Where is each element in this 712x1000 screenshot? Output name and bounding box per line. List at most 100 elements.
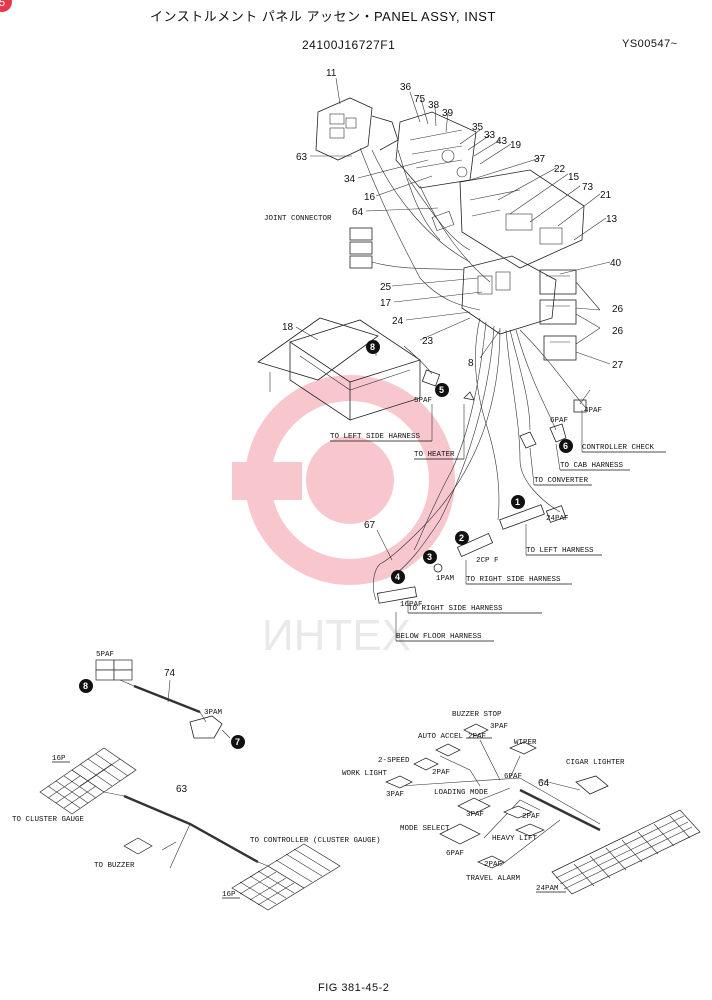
callout-19: 19: [510, 140, 522, 151]
callout-67: 67: [364, 520, 376, 531]
callout-24: 24: [392, 316, 404, 327]
callout-64b: 64: [538, 778, 550, 789]
cable-63-assembly: [39, 747, 341, 911]
part-number: 24100J16727F1: [302, 38, 396, 52]
instrument-panel-assembly: [257, 97, 587, 604]
label-2paf-accel: 2PAF: [468, 733, 486, 741]
marker-8-bottom: 8: [79, 679, 93, 693]
label-6paf-mode: 6PAF: [446, 850, 464, 858]
callout-64: 64: [352, 207, 364, 218]
callout-17: 17: [380, 298, 392, 309]
cable-74-assembly: [95, 659, 231, 739]
label-buzzer-stop: BUZZER STOP: [452, 711, 502, 719]
callout-73: 73: [582, 182, 594, 193]
label-2paf-2speed: 2PAF: [432, 769, 450, 777]
marker-2: 2: [455, 531, 469, 545]
corner-marker-badge: 5: [0, 0, 12, 12]
marker-6: 6: [559, 439, 573, 453]
svg-text:5: 5: [439, 385, 444, 395]
callout-74: 74: [164, 668, 176, 679]
label-to-left-harness: TO LEFT HARNESS: [526, 547, 594, 555]
label-to-left-side-harness: TO LEFT SIDE HARNESS: [330, 433, 421, 441]
svg-text:4: 4: [395, 572, 400, 582]
label-auto-accel: AUTO ACCEL: [418, 733, 464, 741]
serial-range: YS00547~: [622, 38, 678, 50]
callout-21: 21: [600, 190, 612, 201]
label-to-controller: TO CONTROLLER (CLUSTER GAUGE): [250, 837, 381, 845]
callout-25: 25: [380, 282, 392, 293]
callout-13: 13: [606, 214, 618, 225]
label-5paf-top: 5PAF: [414, 397, 432, 405]
page-title: インストルメント パネル アッセン・PANEL ASSY, INST: [150, 9, 496, 24]
label-16p-right: 16P: [222, 891, 236, 899]
label-3paf-buzzer: 3PAF: [490, 723, 508, 731]
label-4paf: 4PAF: [584, 407, 602, 415]
callout-35: 35: [472, 122, 484, 133]
marker-8-top: 8: [366, 340, 380, 354]
svg-text:7: 7: [235, 737, 240, 747]
label-mode-select: MODE SELECT: [400, 825, 450, 833]
svg-text:3: 3: [427, 552, 432, 562]
label-to-converter: TO CONVERTER: [534, 477, 589, 485]
label-2paf-heavy: 2PAF: [522, 813, 540, 821]
cable-64-assembly: [385, 723, 701, 895]
figure-number: FIG 381-45-2: [318, 982, 390, 994]
callout-75: 75: [414, 94, 426, 105]
diagram-labels: JOINT CONNECTOR TO LEFT SIDE HARNESS 5PA…: [12, 215, 655, 899]
label-loading-mode: LOADING MODE: [434, 789, 489, 797]
callout-33: 33: [484, 130, 496, 141]
svg-text:8: 8: [370, 342, 375, 352]
label-2-speed: 2-SPEED: [378, 757, 410, 765]
label-to-cluster-gauge: TO CLUSTER GAUGE: [12, 816, 85, 824]
label-3pam: 3PAM: [204, 709, 223, 717]
callout-63: 63: [296, 152, 308, 163]
callout-15: 15: [568, 172, 580, 183]
callout-numbers: 11 36 75 38 39 35 33 43 19 63 37 22 15 7…: [164, 68, 624, 795]
callout-16: 16: [364, 192, 376, 203]
svg-text:1: 1: [515, 497, 520, 507]
label-joint-connector: JOINT CONNECTOR: [264, 215, 332, 223]
label-work-light: WORK LIGHT: [342, 770, 388, 778]
leader-lines: [295, 77, 611, 561]
callout-39: 39: [442, 108, 454, 119]
callout-26: 26: [612, 304, 624, 315]
callout-18: 18: [282, 322, 294, 333]
callout-36: 36: [400, 82, 412, 93]
svg-text:8: 8: [83, 681, 88, 691]
label-to-cab-harness: TO CAB HARNESS: [560, 462, 624, 470]
callout-11: 11: [326, 68, 337, 79]
label-3paf-worklight: 3PAF: [386, 791, 404, 799]
label-to-right-side-harness-2: TO RIGHT SIDE HARNESS: [408, 605, 503, 613]
callout-43: 43: [496, 136, 508, 147]
marker-1: 1: [511, 495, 525, 509]
label-1pam: 1PAM: [436, 575, 455, 583]
callout-37: 37: [534, 154, 546, 165]
label-controller-check: CONTROLLER CHECK: [582, 444, 655, 452]
watermark-logo-icon: [232, 375, 455, 585]
callout-22: 22: [554, 164, 566, 175]
marker-7: 7: [231, 735, 245, 749]
callout-38: 38: [428, 100, 440, 111]
label-6paf-wiper: 6PAF: [504, 773, 522, 781]
label-wiper: WIPER: [514, 739, 537, 747]
connector-markers: 8 5 6 1 2 3 4 8: [79, 340, 573, 749]
label-5paf-74: 5PAF: [96, 651, 114, 659]
label-to-heater: TO HEATER: [414, 451, 455, 459]
svg-text:2: 2: [459, 533, 464, 543]
watermark-text: ИНТЕХ: [262, 611, 411, 660]
label-to-buzzer: TO BUZZER: [94, 862, 135, 870]
callout-8: 8: [468, 358, 474, 369]
marker-5: 5: [435, 383, 449, 397]
marker-3: 3: [423, 550, 437, 564]
label-16p-left: 16P: [52, 755, 66, 763]
callout-40: 40: [610, 258, 622, 269]
label-below-floor-harness: BELOW FLOOR HARNESS: [396, 633, 482, 641]
callout-27: 27: [612, 360, 624, 371]
label-underlines: [330, 404, 666, 642]
label-2paf-travel: 2PAF: [484, 861, 502, 869]
callout-23: 23: [422, 336, 434, 347]
callout-34: 34: [344, 174, 356, 185]
label-cigar-lighter: CIGAR LIGHTER: [566, 759, 625, 767]
label-2cpf: 2CP F: [476, 557, 499, 565]
